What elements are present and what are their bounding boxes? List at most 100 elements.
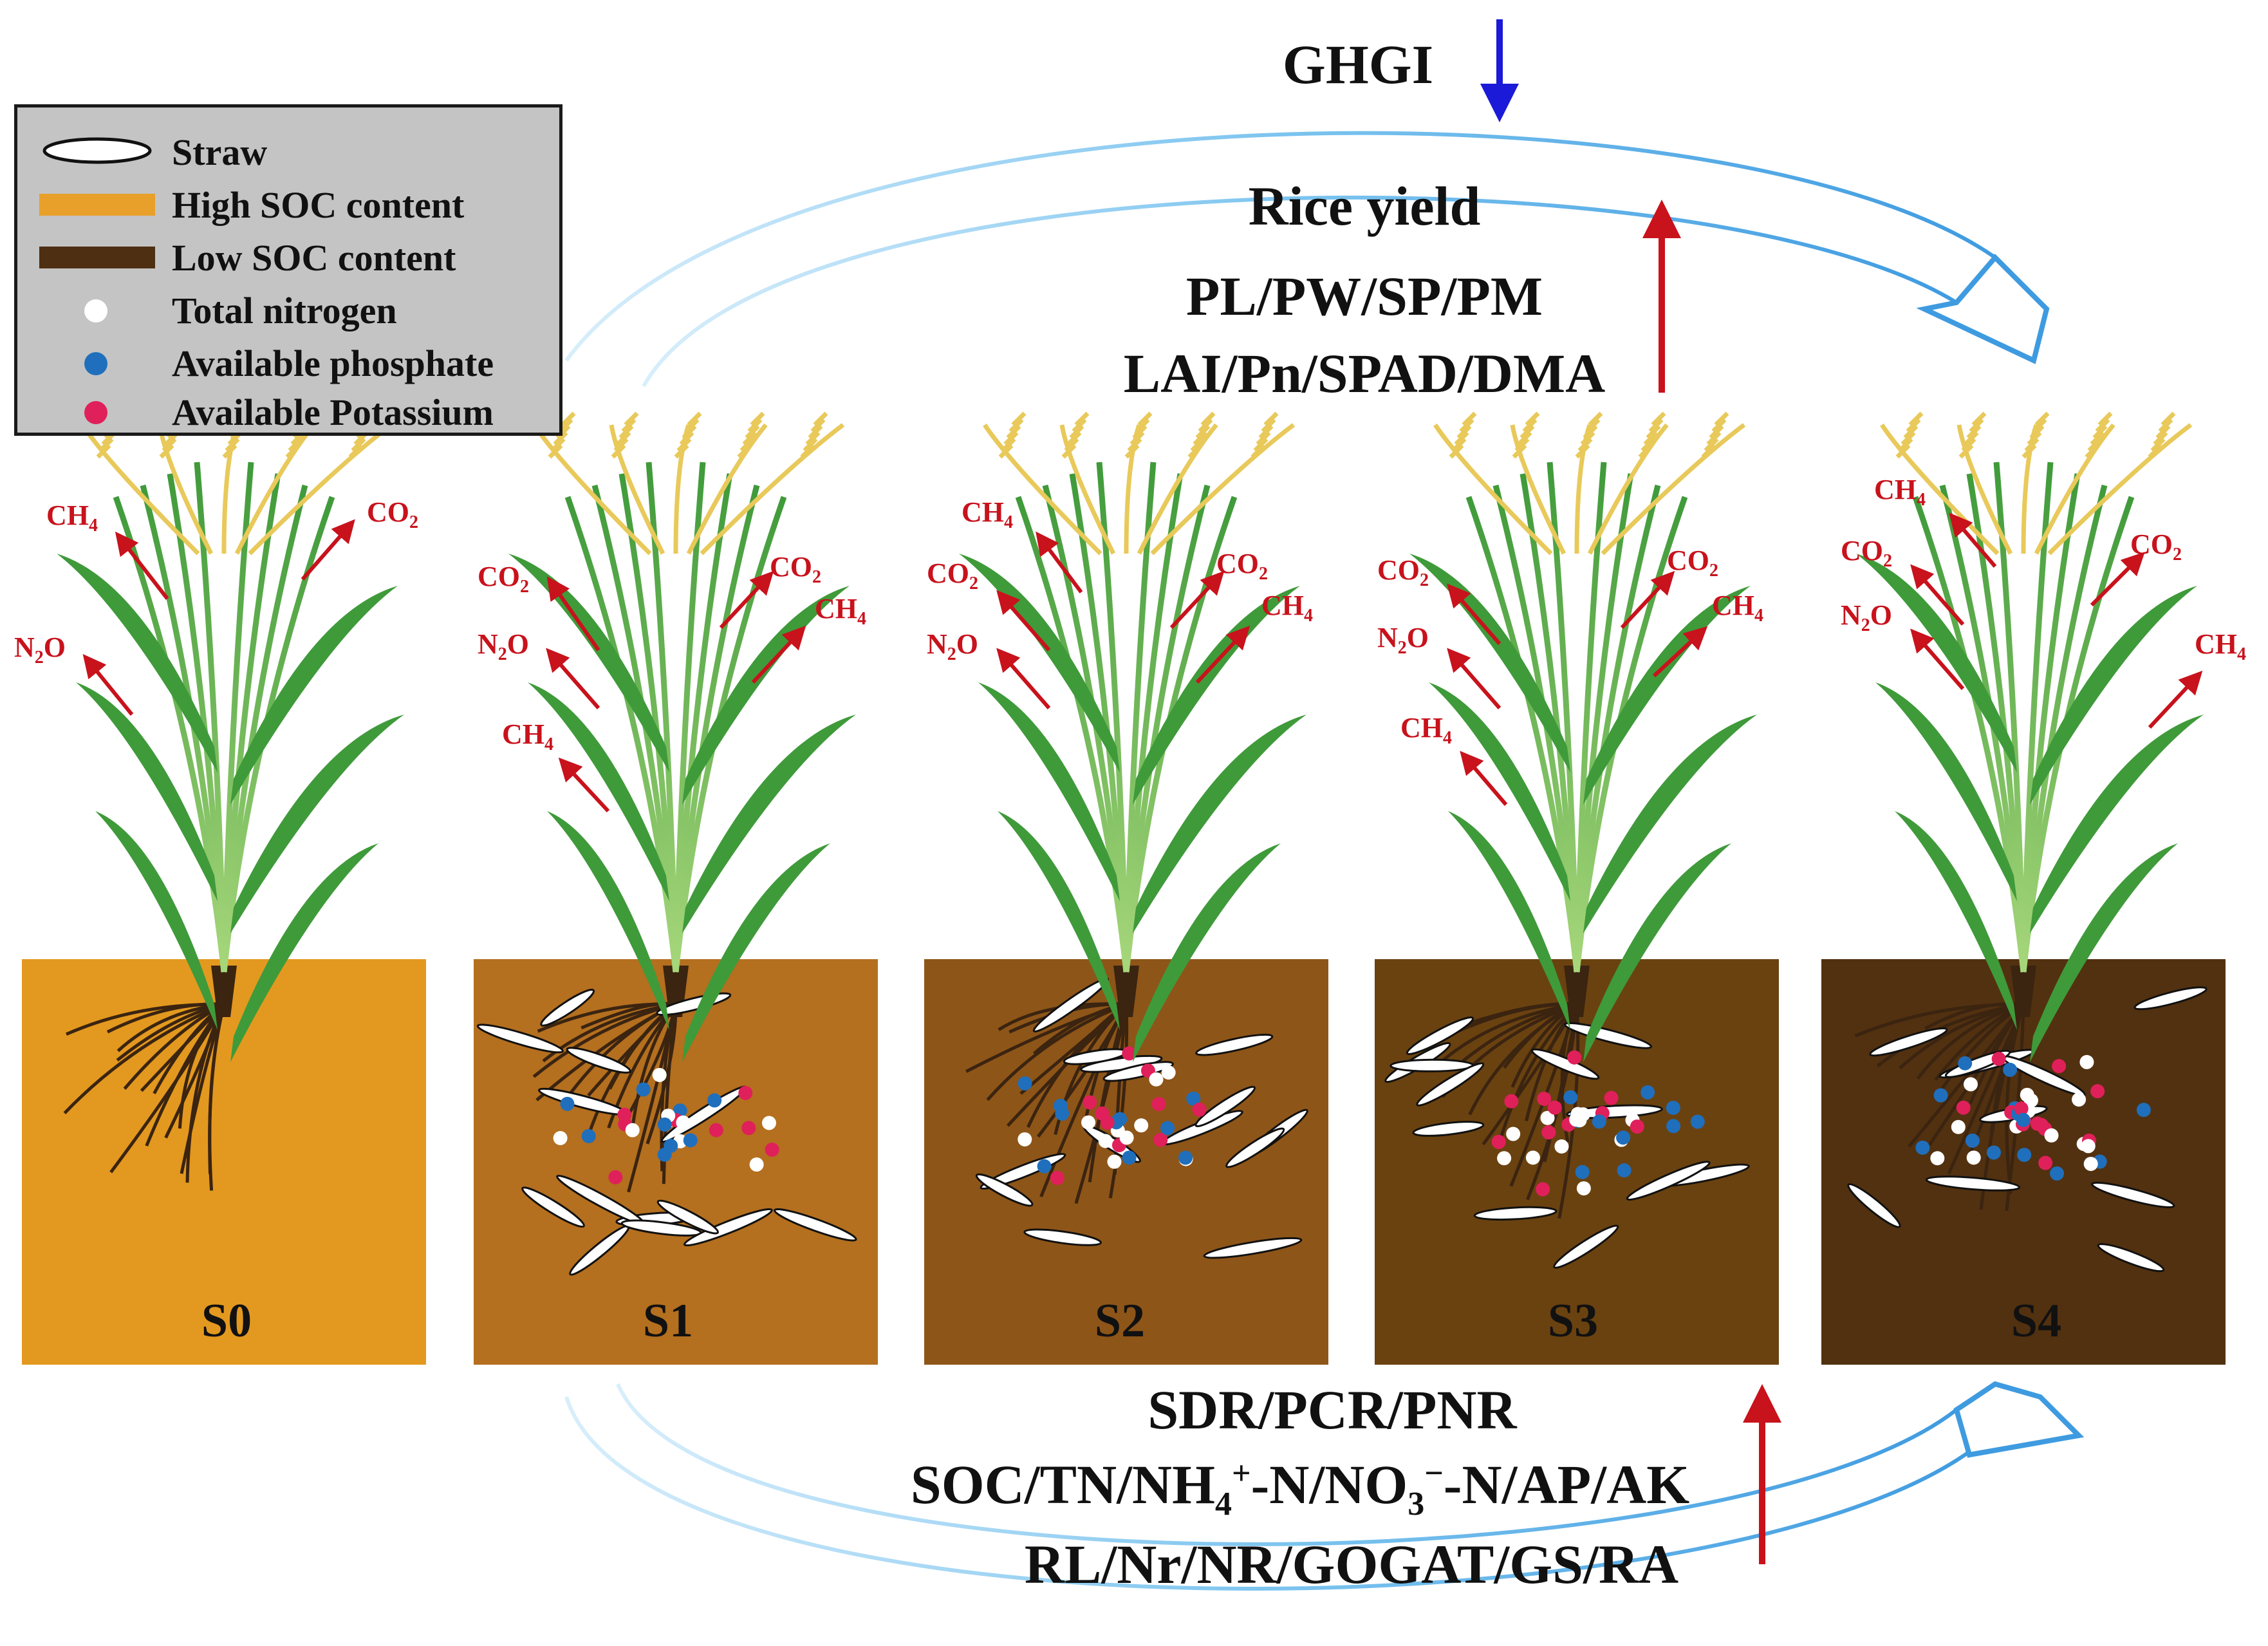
nutrient-dot — [581, 1128, 596, 1143]
co2-label: CO2 — [2130, 528, 2182, 565]
straw-piece — [1925, 1175, 2021, 1192]
straw-piece — [2091, 1181, 2175, 1208]
nutrient-dot — [765, 1142, 779, 1157]
nutrient-dot — [1506, 1127, 1521, 1141]
panicle — [1574, 411, 1603, 554]
plant-traits-line-2: LAI/Pn/SPAD/DMA — [1123, 342, 1606, 404]
bottom-flow-arrow — [564, 1381, 2085, 1591]
rice-plant — [1409, 411, 1757, 1062]
straw-piece — [1390, 1058, 1474, 1072]
straw-piece — [2097, 1243, 2165, 1273]
panicle — [983, 411, 1102, 556]
nutrient-dot — [1540, 1110, 1555, 1125]
nutrient-dot — [2052, 1059, 2067, 1074]
legend-label: High SOC content — [172, 184, 465, 226]
panel-label-s3: S3 — [1547, 1295, 1599, 1347]
nutrient-dot — [762, 1116, 777, 1130]
nutrient-dot — [1122, 1046, 1137, 1061]
nutrient-dot — [1018, 1132, 1032, 1146]
legend-item-available-potassium: Available Potassium — [17, 386, 559, 438]
nutrient-dot — [1149, 1072, 1164, 1087]
nutrient-dot — [652, 1067, 667, 1082]
straw-piece — [1102, 1061, 1174, 1082]
nutrient-dot — [1050, 1170, 1064, 1185]
panicle — [1880, 411, 2000, 556]
nutrient-dot — [738, 1085, 753, 1100]
nutrient-dot — [1055, 1106, 1070, 1121]
n2o-label: N2O — [1377, 622, 1429, 658]
legend-label: Available phosphate — [172, 342, 494, 384]
nutrient-dot — [1160, 1121, 1175, 1136]
panicle — [1957, 411, 2013, 555]
soil-traits-sup: + — [1232, 1455, 1251, 1492]
nutrient-dot — [1095, 1106, 1110, 1121]
nutrient-dot — [1956, 1100, 1971, 1115]
panicle — [2034, 411, 2115, 555]
straw-piece — [656, 1199, 720, 1235]
nutrient-dot — [1547, 1100, 1562, 1115]
co2-emission-arrow — [546, 576, 600, 651]
straw-piece — [774, 1208, 857, 1242]
rice-plant — [1856, 411, 2204, 1062]
co2-label: CO2 — [1377, 554, 1429, 590]
panicle — [673, 411, 702, 554]
ch4-emission-arrow — [1036, 531, 1083, 594]
ghgi-label: GHGI — [1282, 33, 1434, 95]
co2-emission-arrow — [2090, 552, 2145, 607]
nutrient-dot — [1964, 1077, 1978, 1092]
nutrient-dot — [1567, 1050, 1582, 1065]
straw-swatch-icon — [42, 137, 152, 164]
n2o-label: N2O — [927, 628, 979, 664]
soil-traits-line-2: SOC/TN/NH4+-N/NO3−-N/AP/AK — [850, 1452, 1751, 1523]
panicle — [686, 411, 768, 555]
panel-label-s1: S1 — [642, 1295, 694, 1347]
nutrient-dot — [553, 1130, 568, 1145]
ch4-label: CH4 — [1261, 590, 1313, 626]
panel-s4 — [1821, 411, 2226, 1365]
straw-piece — [521, 1186, 585, 1228]
nutrient-dot — [1537, 1091, 1552, 1106]
panicle — [1433, 411, 1553, 556]
ch4-label: CH4 — [46, 500, 98, 536]
legend-item-total-nitrogen: Total nitrogen — [17, 284, 559, 337]
rice-yield-label: Rice yield — [1248, 175, 1481, 237]
straw-piece — [1626, 1161, 1711, 1201]
nutrient-dot — [608, 1170, 623, 1184]
nutrient-dot — [1107, 1154, 1122, 1169]
soil-traits-part: -N/NO — [1250, 1454, 1408, 1515]
ch4-emission-arrow — [1195, 625, 1250, 684]
straw-piece — [1566, 1104, 1663, 1119]
co2-label: CO2 — [478, 561, 529, 597]
nutrient-dot — [1081, 1115, 1096, 1130]
straw-piece — [1869, 1027, 1948, 1057]
ch4-emission-arrow — [115, 531, 169, 600]
straw-piece — [1412, 1121, 1485, 1137]
nutrient-dot — [1572, 1113, 1587, 1128]
soil-traits-part: SOC/TN/NH — [910, 1454, 1215, 1515]
nutrient-dot — [1497, 1151, 1512, 1166]
nutrient-dot — [1037, 1159, 1052, 1174]
nutrient-dot — [1986, 1145, 2001, 1160]
nutrient-dot — [1641, 1085, 1655, 1099]
nutrient-dot — [1604, 1090, 1619, 1105]
nutrient-dot — [1690, 1114, 1705, 1129]
ch4-emission-arrow — [1652, 626, 1708, 678]
nutrient-dot — [2038, 1155, 2053, 1170]
nutrient-dot — [664, 1138, 678, 1153]
panicle — [1601, 411, 1746, 556]
n2o-emission-arrow — [546, 648, 600, 709]
co2-emission-arrow — [301, 519, 355, 581]
n2o-emission-arrow — [82, 654, 134, 716]
high-soc-swatch-icon — [39, 194, 155, 216]
nutrient-dot — [1151, 1097, 1166, 1112]
nutrient-dot — [1153, 1132, 1168, 1147]
nutrient-dot — [1933, 1088, 1948, 1103]
panicle — [1587, 411, 1669, 555]
n2o-emission-arrow — [1910, 628, 1965, 690]
straw-piece — [1406, 1016, 1474, 1055]
nutrient-dot — [636, 1082, 651, 1097]
nutrient-dot — [1576, 1181, 1591, 1196]
nutrient-dot — [1018, 1076, 1032, 1091]
nutrient-dot — [1666, 1119, 1681, 1134]
